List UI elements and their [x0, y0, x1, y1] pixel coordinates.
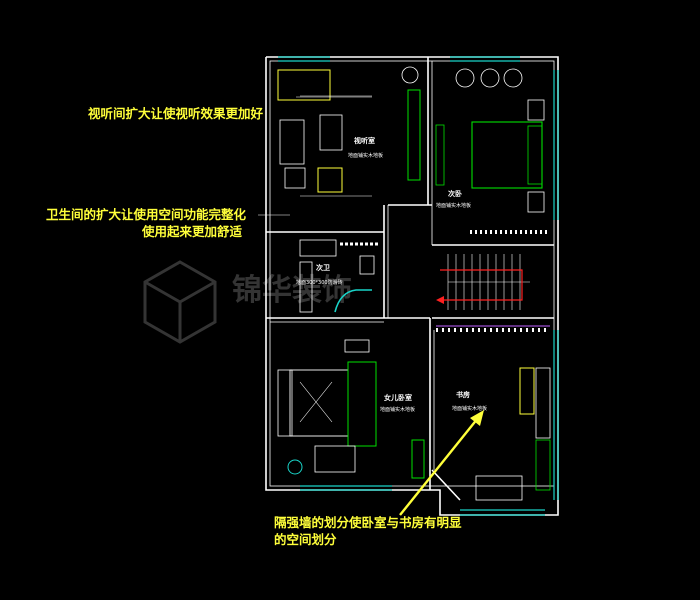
bedroom-name: 次卧 — [448, 189, 462, 198]
bottom-annotation-line2: 的空间划分 — [274, 532, 337, 547]
bathroom-floor: 地面300*300防滑砖 — [296, 279, 343, 286]
stair-arrow-icon — [440, 269, 523, 301]
bathroom-fixtures — [299, 239, 380, 313]
bathroom-label: 次卫 地面300*300防滑砖 — [296, 263, 343, 286]
staircase — [436, 254, 530, 310]
daughter-room-label: 女儿卧室 地面铺实木地板 — [380, 393, 415, 413]
av-room-name: 视听室 — [354, 136, 375, 145]
daughter-room-furniture — [277, 339, 425, 479]
mid-annotation-line1: 卫生间的扩大让使用空间功能完整化 — [46, 207, 247, 222]
wardrobes — [436, 325, 550, 332]
study-floor: 地面铺实木地板 — [452, 405, 487, 412]
watermark-text: 锦华装饰 — [232, 273, 352, 308]
bottom-annotation-line1: 隔强墙的划分使卧室与书房有明显 — [274, 515, 462, 530]
av-room-furniture — [277, 66, 421, 197]
av-room-label: 视听室 地面铺实木地板 — [348, 136, 383, 159]
bedroom-furniture — [435, 68, 548, 234]
walls — [265, 56, 559, 516]
study-name: 书房 — [456, 390, 470, 399]
windows — [278, 56, 559, 516]
top-annotation: 视听间扩大让使视听效果更加好 — [88, 106, 264, 121]
leader-lines — [258, 96, 372, 216]
watermark: 锦华装饰 — [143, 260, 352, 344]
daughter-room-name: 女儿卧室 — [384, 393, 412, 402]
bathroom-name: 次卫 — [316, 263, 330, 272]
bottom-note-arrow — [399, 410, 484, 516]
study-label: 书房 地面铺实木地板 — [452, 390, 487, 412]
bedroom-label: 次卧 地面铺实木地板 — [436, 189, 471, 209]
watermark-logo-icon — [143, 260, 217, 344]
daughter-room-floor: 地面铺实木地板 — [380, 406, 415, 413]
study-furniture — [475, 367, 551, 501]
bedroom-floor: 地面铺实木地板 — [436, 202, 471, 209]
av-room-floor: 地面铺实木地板 — [348, 152, 383, 159]
mid-annotation-line2: 使用起来更加舒适 — [142, 224, 243, 239]
